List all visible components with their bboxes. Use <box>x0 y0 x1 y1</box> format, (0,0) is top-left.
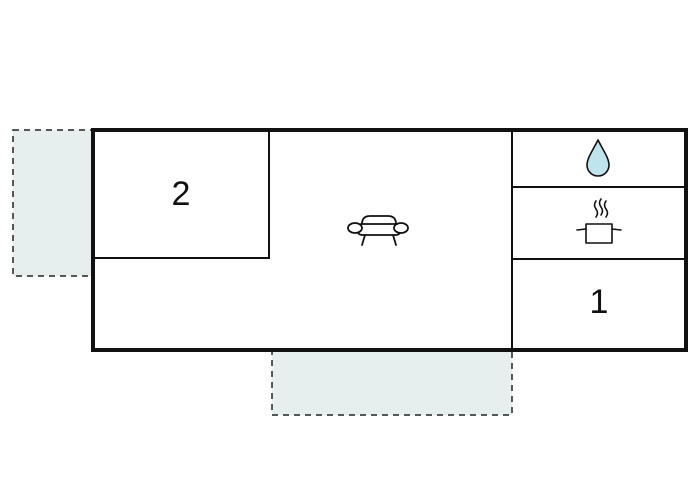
water-drop-icon <box>586 139 610 177</box>
interior-walls <box>93 130 686 350</box>
room-label-bedroom-1: 1 <box>590 283 609 321</box>
terrace-left <box>12 129 94 277</box>
room-label-bedroom-2: 2 <box>172 175 191 213</box>
terrace-bottom <box>271 349 513 416</box>
bedroom-2-walls <box>93 130 270 259</box>
cooking-pot-icon <box>576 198 622 244</box>
sofa-icon <box>347 215 409 246</box>
